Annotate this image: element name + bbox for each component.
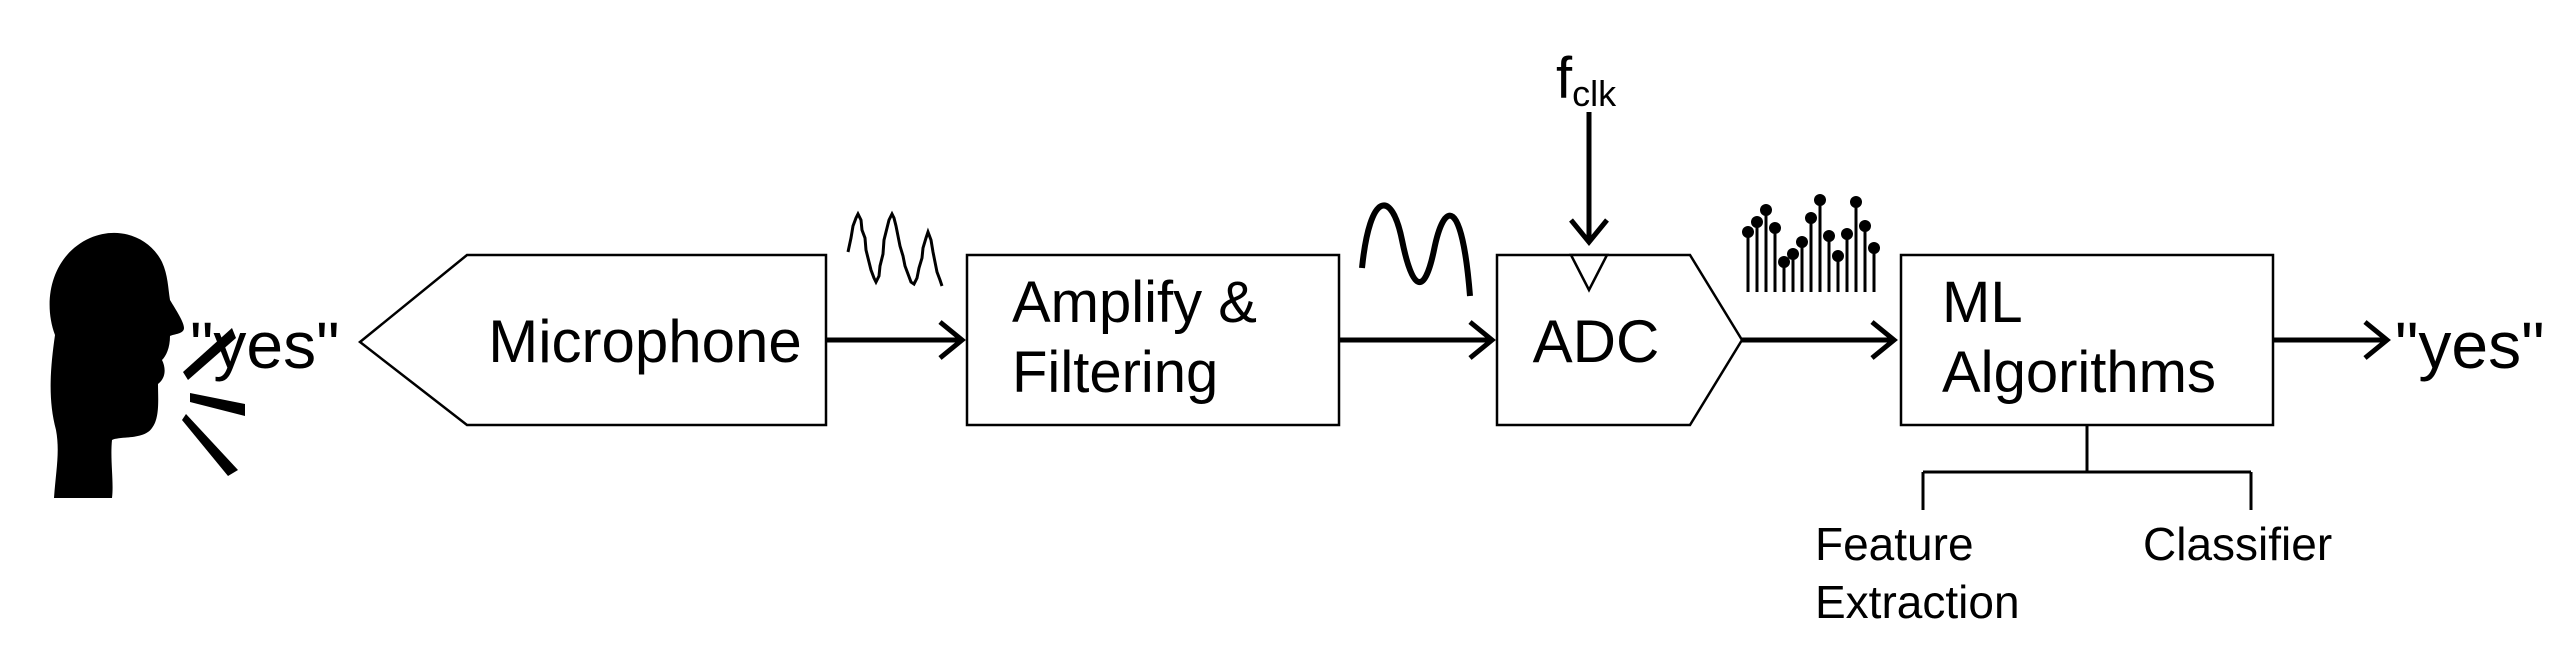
amplify-label-line1: Amplify & [1012,270,1257,335]
sampled-signal-icon [1742,194,1880,292]
clean-wave-icon [1359,202,1473,297]
clock-input: fclk [1556,46,1617,246]
input-speech-label: "yes" [190,308,340,382]
ml-label-line2: Algorithms [1942,340,2216,405]
ml-algorithms-block: ML Algorithms [1899,253,2275,427]
ml-to-output-arrow [2273,320,2391,360]
microphone-label: Microphone [488,308,802,375]
clock-label: fclk [1556,46,1617,114]
adc-to-ml-arrow [1742,320,1898,360]
clock-arrow-icon [1569,112,1609,246]
feature-extraction-label-line2: Extraction [1815,576,2020,628]
speaking-head-icon [49,232,245,499]
classifier-label: Classifier [2143,518,2332,570]
feature-extraction-label-line1: Feature [1815,518,1974,570]
amplify-label-line2: Filtering [1012,340,1218,405]
output-speech-label: "yes" [2395,308,2545,382]
mic-to-amp-arrow [826,320,966,360]
amplify-filtering-block: Amplify & Filtering [965,253,1341,427]
adc-block: ADC [1495,253,1744,427]
ml-parts-tree [1921,425,2253,510]
clock-input-triangle [1568,253,1610,293]
adc-label: ADC [1533,308,1660,375]
ml-label-line1: ML [1942,270,2023,335]
noisy-wave-icon [846,210,944,287]
amp-to-adc-arrow [1339,320,1496,360]
microphone-block: Microphone [357,253,828,427]
